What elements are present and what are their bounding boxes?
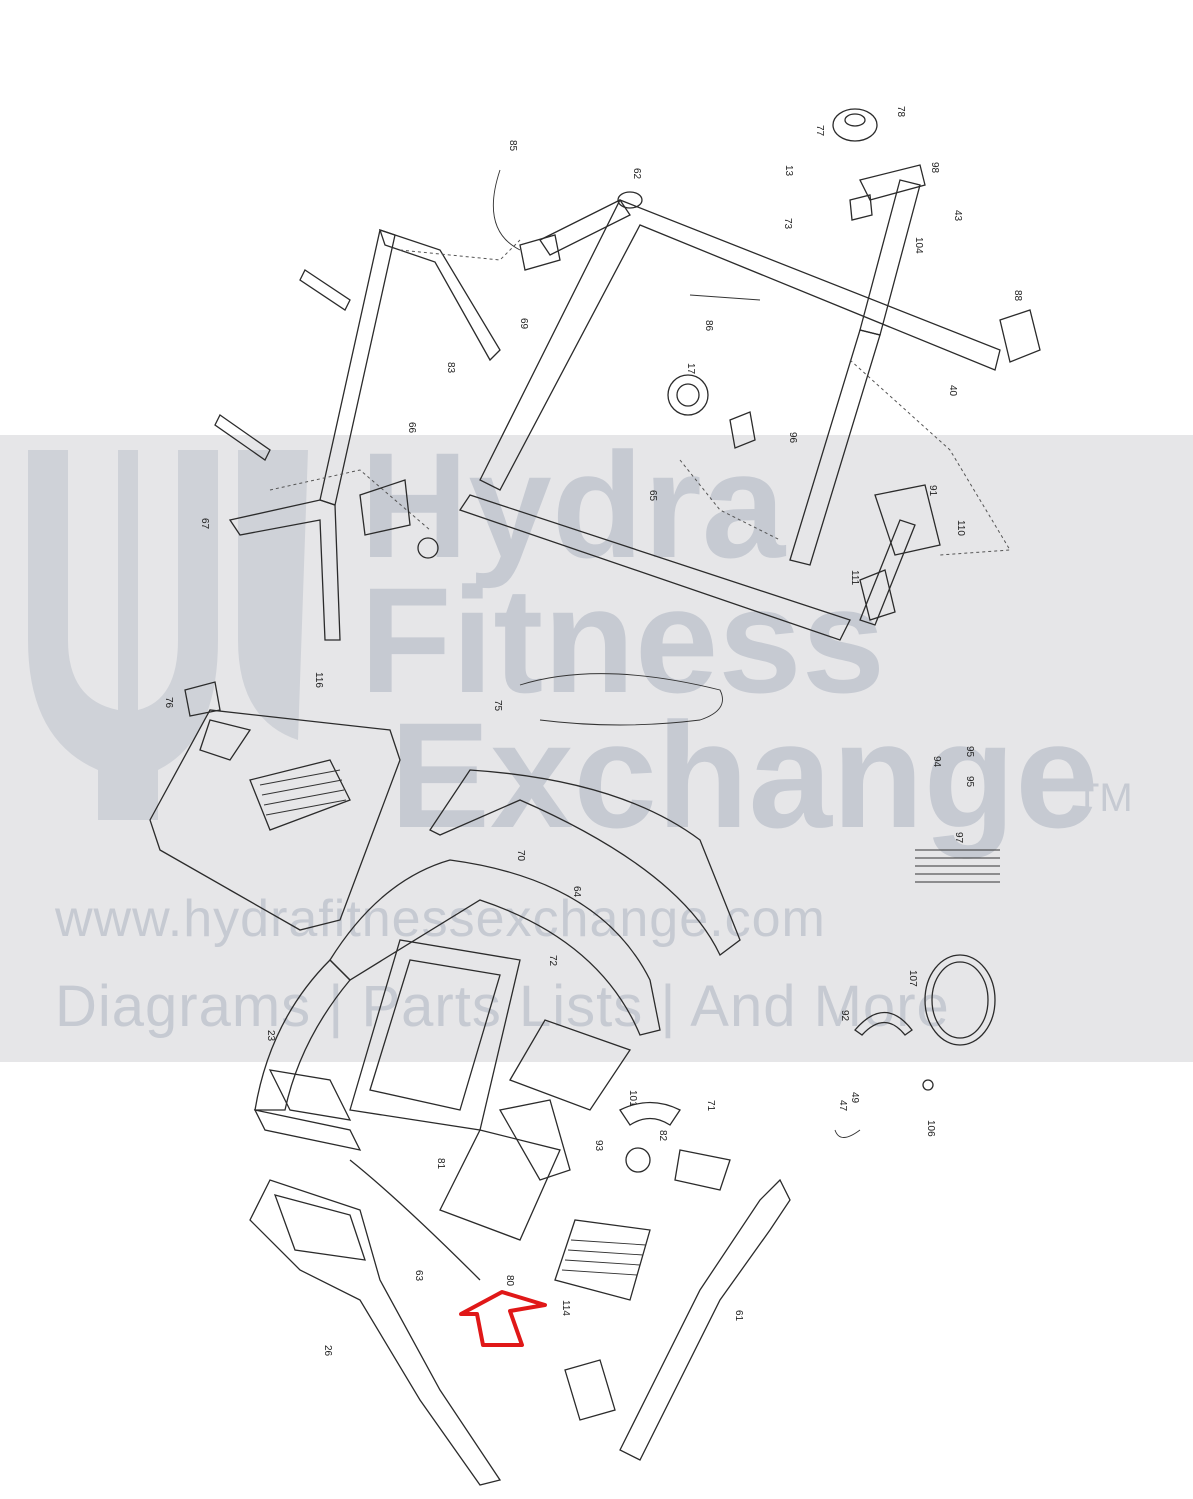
part-label: 40 (947, 385, 958, 397)
part-label: 98 (929, 162, 940, 174)
part-label: 71 (705, 1100, 716, 1112)
part-label: 17 (685, 363, 696, 375)
frame-components (359, 108, 1041, 621)
part-label: 82 (657, 1130, 668, 1142)
part-label: 92 (839, 1010, 850, 1022)
part-label: 77 (814, 125, 825, 137)
part-label: 66 (406, 422, 417, 434)
part-label: 88 (1012, 290, 1023, 302)
part-label: 72 (547, 955, 558, 967)
part-label: 62 (631, 168, 642, 180)
part-label: 93 (593, 1140, 604, 1152)
part-label: 69 (518, 318, 529, 330)
watermark-trademark: TM (1075, 776, 1133, 820)
console-base (253, 939, 521, 1151)
main-frame (214, 164, 1011, 641)
loose-parts (519, 673, 1000, 1173)
part-label: 78 (895, 106, 906, 118)
part-label: 116 (313, 672, 324, 688)
part-label: 13 (783, 165, 794, 177)
part-label: 91 (927, 485, 938, 497)
part-label: 95 (964, 746, 975, 758)
part-label: 83 (445, 362, 456, 374)
part-label: 63 (413, 1270, 424, 1282)
part-label: 49 (849, 1092, 860, 1104)
part-label: 64 (571, 886, 582, 898)
part-label: 110 (955, 520, 966, 536)
part-label: 86 (703, 320, 714, 332)
part-label: 80 (504, 1275, 515, 1287)
part-label: 114 (560, 1300, 571, 1316)
part-label: 65 (647, 490, 658, 502)
part-label: 104 (913, 237, 924, 254)
part-label: 106 (925, 1120, 936, 1137)
part-label: 95 (964, 776, 975, 788)
speaker-grill (554, 1219, 651, 1301)
left-upright-cover (249, 1159, 502, 1486)
part-label: 111 (849, 570, 860, 586)
part-label: 23 (265, 1030, 276, 1042)
hood-shells (254, 769, 741, 1111)
watermark-tagline: Diagrams | Parts Lists | And More (55, 974, 950, 1039)
part-label: 43 (952, 210, 963, 222)
part-label: 81 (435, 1158, 446, 1170)
part-label: 26 (322, 1345, 333, 1357)
watermark-line-3: Exchange (390, 691, 1099, 859)
part-label: 47 (837, 1100, 848, 1112)
highlight-arrow-icon (459, 1290, 547, 1347)
part-label: 61 (733, 1310, 744, 1322)
part-label: 76 (163, 697, 174, 709)
part-label: 85 (507, 140, 518, 152)
hydra-fitness-logo-icon (28, 450, 308, 820)
center-covers (439, 1019, 632, 1241)
part-label: 97 (953, 832, 964, 844)
right-upright-cover (564, 1149, 791, 1461)
part-label: 67 (199, 518, 210, 530)
part-label: 73 (782, 218, 793, 230)
part-label: 70 (515, 850, 526, 862)
part-number-labels: 85 62 77 78 13 98 43 73 104 88 83 66 69 86 17 40 65 67 91 1… (163, 106, 1023, 1357)
part-label: 101 (627, 1090, 638, 1107)
part-label: 75 (492, 700, 503, 712)
part-label: 107 (907, 970, 918, 987)
watermark-line-1: Hydra (360, 421, 786, 589)
part-label: 94 (931, 756, 942, 768)
motor-hood-assembly (149, 681, 401, 931)
watermark-line-2: Fitness (360, 556, 886, 724)
part-label: 96 (787, 432, 798, 444)
